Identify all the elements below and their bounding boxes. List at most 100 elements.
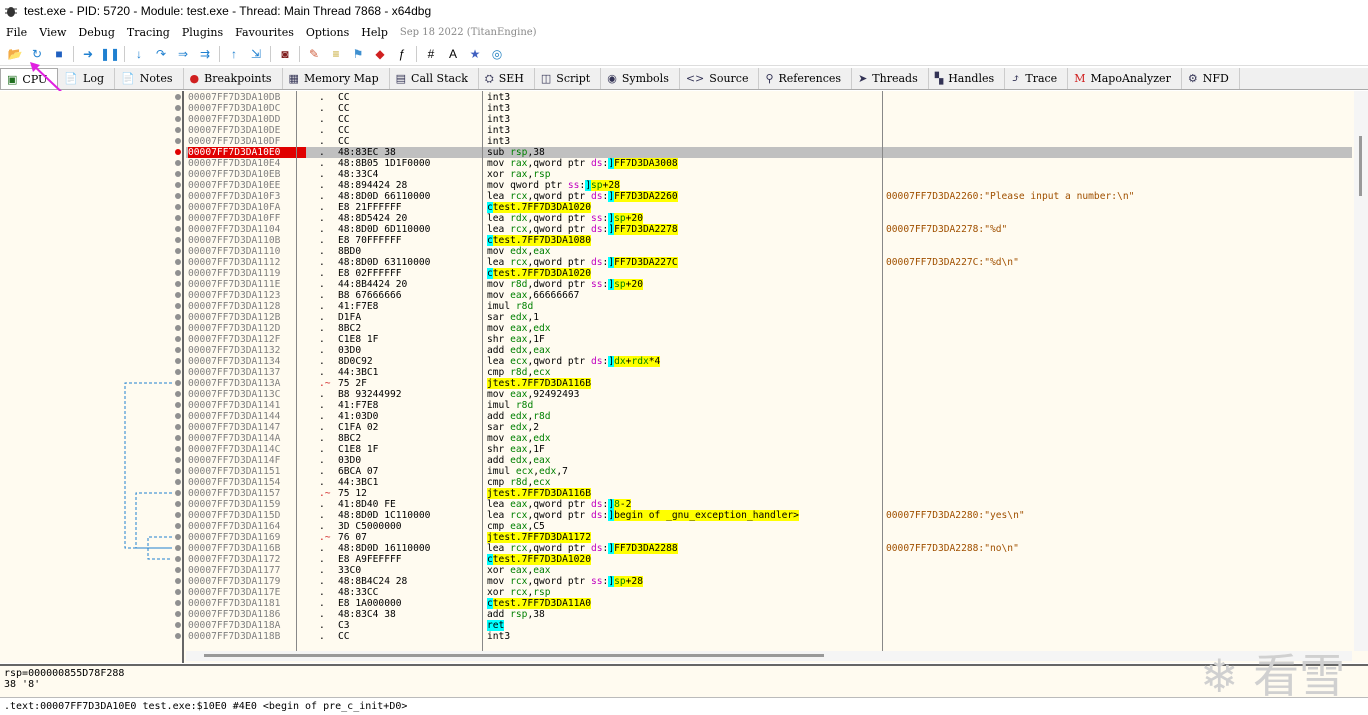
breakpoint-dot[interactable] — [175, 512, 181, 518]
breakpoint-dot[interactable] — [175, 479, 181, 485]
execute-till-return-icon[interactable]: ↑ — [231, 46, 237, 61]
run-to-user-code-icon[interactable]: ⇲ — [250, 46, 262, 61]
vertical-scrollbar[interactable] — [1354, 91, 1368, 651]
breakpoint-dot[interactable] — [175, 600, 181, 606]
breakpoint-dot[interactable] — [175, 556, 181, 562]
breakpoint-dot[interactable] — [175, 182, 181, 188]
breakpoint-dot[interactable] — [175, 237, 181, 243]
breakpoint-dot[interactable] — [175, 545, 181, 551]
menu-debug[interactable]: Debug — [78, 25, 115, 39]
breakpoint-dot[interactable] — [175, 314, 181, 320]
breakpoint-dot[interactable] — [175, 589, 181, 595]
breakpoint-dot[interactable] — [175, 248, 181, 254]
breakpoint-dot[interactable] — [175, 435, 181, 441]
tab-script[interactable]: ◫Script — [535, 68, 602, 89]
breakpoint-dot[interactable] — [175, 259, 181, 265]
menu-file[interactable]: File — [6, 25, 28, 39]
font-icon[interactable]: A — [448, 46, 457, 61]
breakpoint-dot[interactable] — [175, 391, 181, 397]
menu-plugins[interactable]: Plugins — [181, 25, 224, 39]
breakpoint-dot[interactable] — [175, 226, 181, 232]
disassembly-row[interactable]: 00007FF7D3DA1119.E8 02FFFFFFcall test.7F… — [186, 268, 1352, 279]
breakpoint-dot[interactable] — [175, 523, 181, 529]
breakpoint-dot[interactable] — [175, 633, 181, 639]
disassembly-row[interactable]: 00007FF7D3DA10FA.E8 21FFFFFFcall test.7F… — [186, 202, 1352, 213]
breakpoint-dot[interactable] — [175, 325, 181, 331]
tab-handles[interactable]: ▚Handles — [929, 68, 1006, 89]
breakpoint-dot[interactable] — [175, 270, 181, 276]
pause-icon[interactable]: ❚❚ — [99, 46, 121, 61]
breakpoint-dot[interactable] — [175, 490, 181, 496]
breakpoint-dot[interactable] — [175, 457, 181, 463]
tab-log[interactable]: 📄Log — [58, 68, 115, 89]
patch-icon[interactable]: ✎ — [308, 46, 320, 61]
tab-notes[interactable]: 📄Notes — [115, 68, 184, 89]
tab-references[interactable]: ⚲References — [759, 68, 853, 89]
comment-icon[interactable]: ≡ — [332, 46, 340, 61]
step-into-icon[interactable]: ↓ — [136, 46, 142, 61]
label-icon[interactable]: ⚑ — [352, 46, 364, 61]
breakpoint-dot[interactable] — [175, 127, 181, 133]
tab-breakpoints[interactable]: ●Breakpoints — [184, 68, 283, 89]
tab-memory-map[interactable]: ▦Memory Map — [283, 68, 390, 89]
tab-nfd[interactable]: ⚙NFD — [1182, 68, 1240, 89]
breakpoint-dot[interactable] — [175, 446, 181, 452]
disassembly-row[interactable]: 00007FF7D3DA110B.E8 70FFFFFFcall test.7F… — [186, 235, 1352, 246]
disassembly-row[interactable]: 00007FF7D3DA1181.E8 1A000000call test.7F… — [186, 598, 1352, 609]
menu-favourites[interactable]: Favourites — [235, 25, 294, 39]
breakpoint-dot[interactable] — [175, 358, 181, 364]
menu-options[interactable]: Options — [305, 25, 350, 39]
disassembly-row[interactable]: 00007FF7D3DA1169.~76 07jbe test.7FF7D3DA… — [186, 532, 1352, 543]
function-icon[interactable]: ƒ — [398, 46, 406, 61]
breakpoint-dot[interactable] — [175, 138, 181, 144]
menu-tracing[interactable]: Tracing — [126, 25, 170, 39]
restart-icon[interactable]: ↻ — [31, 46, 43, 61]
trace-over-icon[interactable]: ⇉ — [199, 46, 211, 61]
breakpoint-dot[interactable] — [175, 380, 181, 386]
breakpoint-dot[interactable] — [175, 105, 181, 111]
menu-view[interactable]: View — [39, 25, 67, 39]
tab-symbols[interactable]: ◉Symbols — [601, 68, 680, 89]
trace-into-icon[interactable]: ⇒ — [177, 46, 189, 61]
breakpoint-dot[interactable] — [175, 116, 181, 122]
breakpoint-dot[interactable] — [175, 468, 181, 474]
stop-icon[interactable]: ■ — [55, 46, 63, 61]
breakpoint-dot[interactable] — [175, 501, 181, 507]
tab-call-stack[interactable]: ▤Call Stack — [390, 68, 479, 89]
scylla-icon[interactable]: ◙ — [281, 46, 289, 61]
disassembly-row[interactable]: 00007FF7D3DA113A.~75 2Fjne test.7FF7D3DA… — [186, 378, 1352, 389]
breakpoint-dot[interactable] — [175, 578, 181, 584]
breakpoint-dot[interactable] — [175, 622, 181, 628]
tab-threads[interactable]: ➤Threads — [852, 68, 929, 89]
breakpoint-dot[interactable] — [175, 534, 181, 540]
